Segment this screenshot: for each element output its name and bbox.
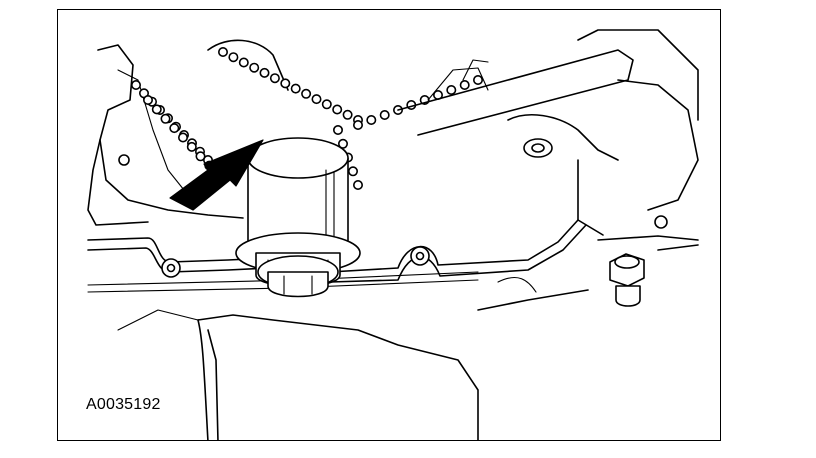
chain-link — [337, 138, 348, 149]
chain-link — [290, 83, 301, 94]
crankshaft-socket-tool — [235, 137, 361, 298]
engine-block-left — [87, 39, 289, 226]
chain-link — [195, 151, 206, 162]
chain-link — [459, 80, 470, 91]
chain-guide — [397, 29, 699, 136]
chain-link — [332, 104, 343, 115]
chain-link — [347, 166, 358, 177]
chain-link — [269, 73, 280, 84]
chain-link — [342, 109, 353, 120]
chain-link — [178, 132, 189, 143]
oil-pan-body — [117, 277, 589, 440]
chain-link — [446, 85, 457, 96]
chain-link — [169, 123, 180, 134]
chain-link — [218, 46, 229, 57]
chain-link — [143, 95, 154, 106]
chain-link — [186, 141, 197, 152]
chain-link — [332, 125, 343, 136]
figure-id-label: A0035192 — [86, 396, 161, 413]
chain-link — [280, 78, 291, 89]
chain-link — [238, 57, 249, 68]
chain-link — [301, 88, 312, 99]
side-bolt — [597, 235, 699, 307]
chain-link — [311, 94, 322, 105]
chain-link — [160, 113, 171, 124]
chain-link — [259, 67, 270, 78]
chain-link — [249, 62, 260, 73]
chain-link — [228, 52, 239, 63]
engine-timing-illustration — [87, 29, 699, 440]
chain-link — [352, 120, 363, 131]
chain-link — [131, 80, 142, 91]
chain-link — [352, 180, 363, 191]
pointer-arrow — [169, 139, 264, 211]
chain-link — [151, 104, 162, 115]
chain-link — [321, 99, 332, 110]
chain-link — [472, 75, 483, 86]
diagram-frame: A0035192 — [57, 9, 721, 441]
engine-block-right — [507, 79, 699, 236]
chain-link — [366, 115, 377, 126]
chain-link — [379, 110, 390, 121]
